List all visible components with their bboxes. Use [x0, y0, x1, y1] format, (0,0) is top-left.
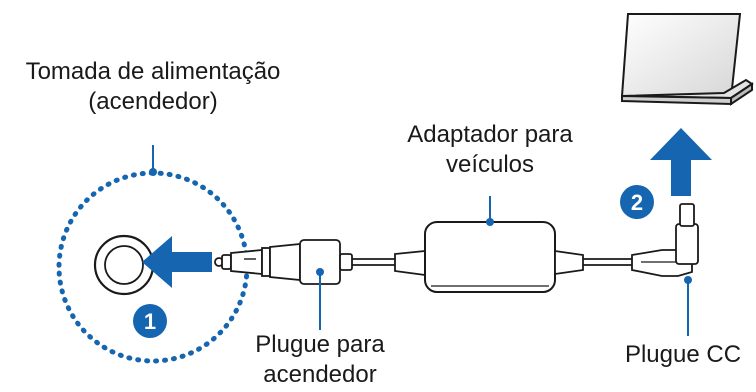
dc-plug-label: Plugue CC: [610, 340, 756, 370]
dc-plug-icon: [631, 203, 699, 277]
adapter-label-line2: veículos: [445, 151, 535, 178]
socket-label-line1: Tomada de alimentação: [25, 58, 281, 85]
cable-left: [352, 258, 395, 266]
socket-label: Tomada de alimentação (acendedor): [0, 57, 306, 117]
step-1-badge: 1: [133, 304, 167, 338]
adapter-strain-relief-right: [554, 249, 584, 276]
connect-up-arrow-icon: [650, 128, 712, 196]
vehicle-adapter-icon: [424, 221, 556, 293]
lighter-plug-callout-dot: [316, 268, 324, 276]
socket-label-line2: (acendedor): [88, 88, 218, 115]
lighter-plug-label-line1: Plugue para: [255, 331, 385, 358]
laptop-icon: [620, 13, 754, 106]
power-socket-icon: [93, 234, 155, 296]
dc-plug-callout-dot: [684, 276, 692, 284]
socket-callout-dot: [149, 168, 157, 176]
lighter-plug-label: Plugue para acendedor: [220, 330, 420, 390]
adapter-strain-relief-left: [394, 250, 426, 277]
cable-right: [583, 258, 632, 266]
step-1-number: 1: [144, 309, 156, 334]
lighter-plug-icon: [214, 239, 353, 285]
adapter-label-line1: Adaptador para: [407, 121, 573, 148]
adapter-label: Adaptador para veículos: [380, 120, 600, 180]
lighter-plug-label-line2: acendedor: [263, 361, 377, 388]
step-2-badge: 2: [620, 185, 654, 219]
step-2-number: 2: [631, 190, 643, 215]
adapter-callout-dot: [486, 218, 494, 226]
dc-plug-label-text: Plugue CC: [624, 341, 742, 368]
insert-arrow-icon: [142, 236, 212, 288]
